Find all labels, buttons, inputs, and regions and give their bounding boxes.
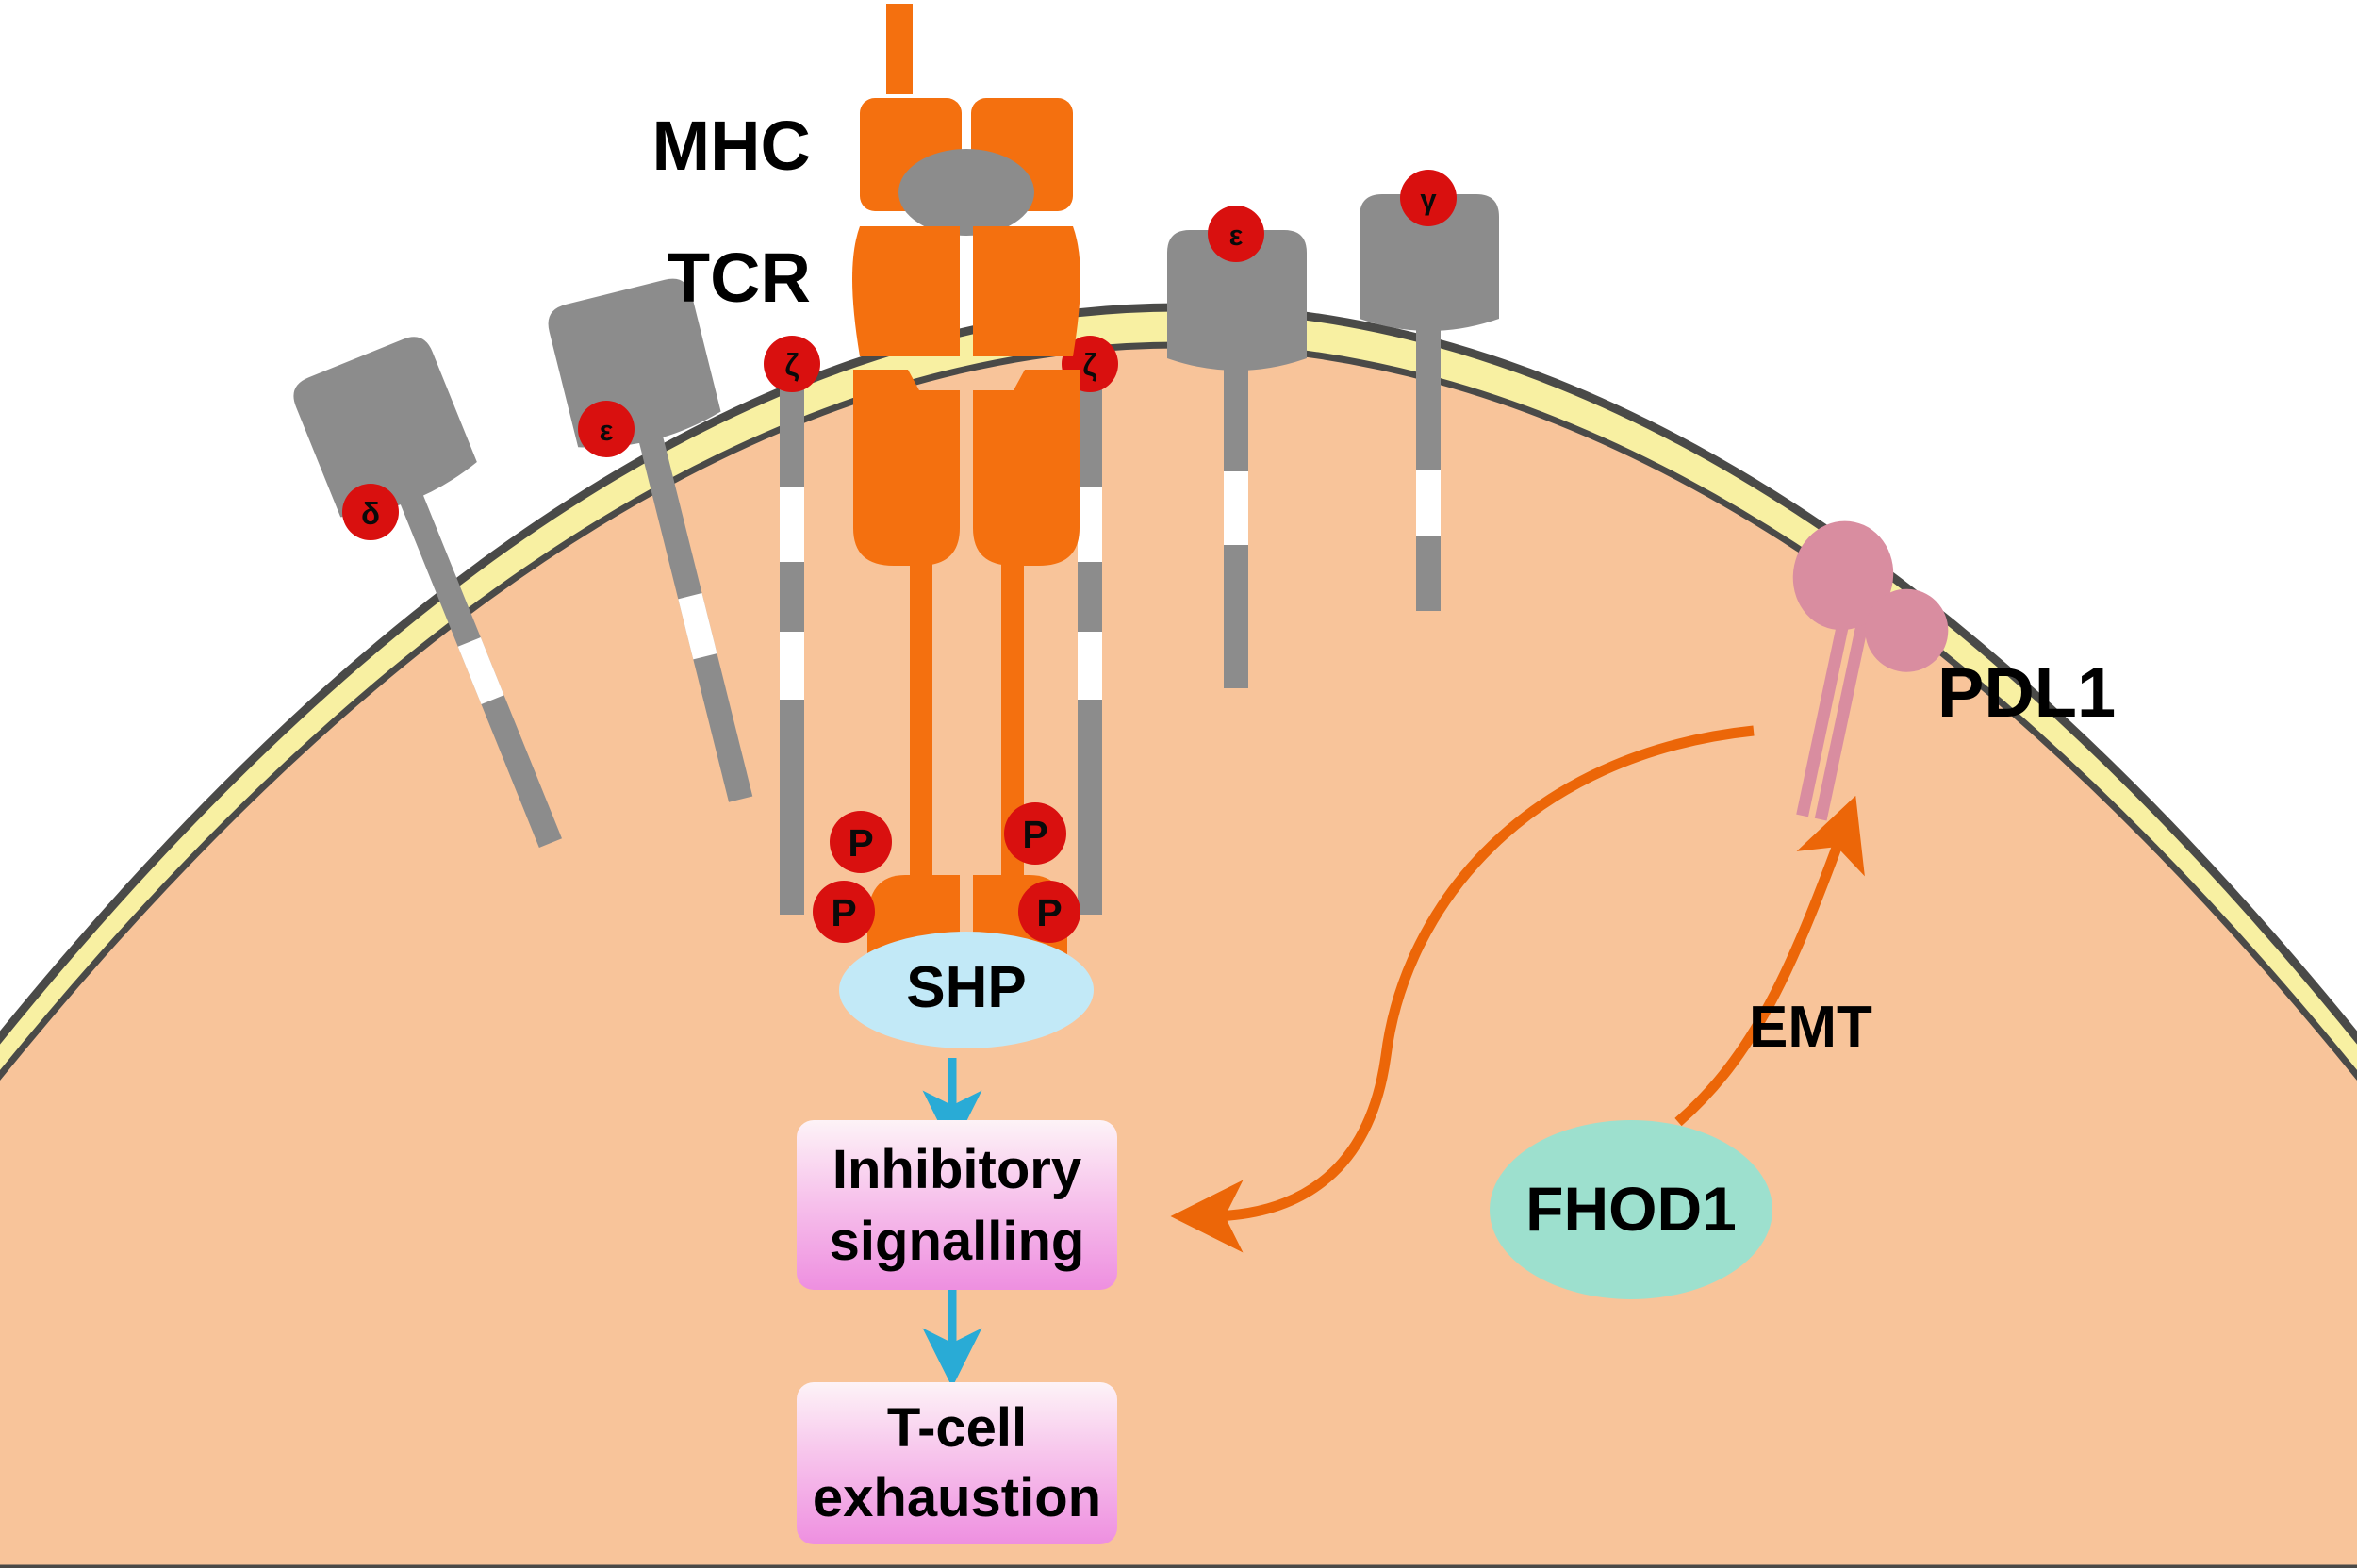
phosphate-symbol: P (848, 821, 873, 865)
cd3-chain-head (293, 337, 477, 518)
cd3-chain-symbol-badge (578, 401, 635, 457)
cd3-chain-symbol-badge (342, 484, 399, 540)
fhod1-ellipse (1490, 1120, 1772, 1299)
cd3-chain-symbol-badge (1400, 170, 1457, 226)
tcr-variable-right (973, 226, 1080, 356)
inhibitory-signalling-box-bg (797, 1120, 1117, 1290)
cd3-chain-stem (1416, 300, 1441, 611)
pdl1-receptor: PDL1 (1792, 520, 2116, 821)
cd3-chain-symbol: ζ (784, 347, 799, 382)
phosphate-lower-left: P (813, 881, 875, 943)
inhibitory-signalling-line1: Inhibitory (832, 1139, 1081, 1200)
cd3-chain-symbol-badge (764, 336, 820, 392)
cd3-chain-epsilon-right: ε (1167, 206, 1307, 688)
phosphate-symbol: P (1022, 813, 1047, 856)
cd3-chain-symbol: δ (361, 496, 380, 531)
cd3-chain-zeta-right: ζ (1062, 336, 1118, 915)
cd3-chain-membrane-band (1078, 487, 1102, 562)
phosphate-badge (830, 811, 892, 873)
tcr-constant-left (853, 370, 960, 566)
cd3-chain-delta-left: δ (293, 337, 562, 849)
cd3-chain-cytoplasmic-band (1078, 632, 1102, 700)
cd3-chain-symbol: γ (1420, 183, 1437, 216)
phosphate-badge (813, 881, 875, 943)
peptide-ellipse (898, 149, 1034, 236)
cd3-chain-head (1167, 230, 1307, 371)
fhod1-label: FHOD1 (1525, 1174, 1737, 1244)
tcr-constant-right (973, 370, 1080, 566)
cd3-chain-head (1360, 194, 1499, 331)
tcr-variable-left (852, 226, 960, 356)
tcell-exhaustion-line2: exhaustion (813, 1467, 1101, 1528)
inhibitory-signalling-box: Inhibitory signalling (797, 1120, 1117, 1290)
shp-phosphatase: SHP (839, 932, 1094, 1048)
cd3-chain-membrane-band (457, 637, 504, 704)
cd3-chain-membrane-band (678, 593, 717, 660)
arrow-fhod1-to-pdl1 (1674, 795, 1865, 1127)
shp-label: SHP (906, 955, 1026, 1020)
cell-body (0, 303, 2357, 1568)
mhc-antenna (886, 4, 913, 94)
tcr-cytoplasmic-stem-left (910, 813, 932, 879)
cd3-chain-symbol: ε (1229, 219, 1244, 252)
pdl1-lobe-upper (1792, 520, 1894, 631)
fhod1-protein: FHOD1 (1490, 1120, 1772, 1299)
inhibitory-signalling-line2: signalling (830, 1211, 1085, 1272)
cd3-chain-membrane-band (780, 487, 804, 562)
phosphate-symbol: P (1036, 891, 1062, 934)
tcell-exhaustion-line1: T-cell (887, 1397, 1027, 1459)
cd3-chain-symbol: ε (600, 414, 614, 447)
shp-ellipse (839, 932, 1094, 1048)
phosphate-lower-right: P (1018, 881, 1080, 943)
emt-label: EMT (1749, 995, 1872, 1060)
cd3-chain-gamma-right: γ (1360, 170, 1499, 611)
pdl1-stem-left (1796, 584, 1857, 817)
tcell-exhaustion-box-bg (797, 1382, 1117, 1544)
phosphate-badge (1004, 802, 1066, 865)
tcr-complex (852, 226, 1080, 817)
mhc-label: MHC (651, 107, 811, 185)
cd3-chain-membrane-band (1416, 470, 1441, 536)
mhc-molecule (860, 4, 1073, 236)
phosphate-symbol: P (831, 891, 856, 934)
pdl1-lobe-lower (1865, 588, 1949, 672)
tcr-transmembrane-right (1001, 562, 1024, 817)
arrow-pdl1-to-inhibitory (1170, 725, 1755, 1253)
cd3-chain-membrane-band (1224, 471, 1248, 545)
phosphate-badge (1018, 881, 1080, 943)
cd3-chain-symbol-badge (1208, 206, 1264, 262)
pdl1-stem-right (1814, 587, 1876, 821)
tcell-exhaustion-box: T-cell exhaustion (797, 1382, 1117, 1544)
cd3-chain-cytoplasmic-band (780, 632, 804, 700)
cd3-chain-zeta-left: ζ (764, 336, 820, 915)
phosphate-upper-left: P (830, 811, 892, 873)
tcr-transmembrane-left (910, 562, 932, 817)
pdl1-label: PDL1 (1937, 653, 2116, 732)
cd3-chain-symbol: ζ (1082, 347, 1096, 382)
phosphate-upper-right: P (1004, 802, 1066, 865)
cd3-chain-epsilon-left: ε (548, 278, 753, 802)
tcr-label: TCR (668, 239, 811, 317)
